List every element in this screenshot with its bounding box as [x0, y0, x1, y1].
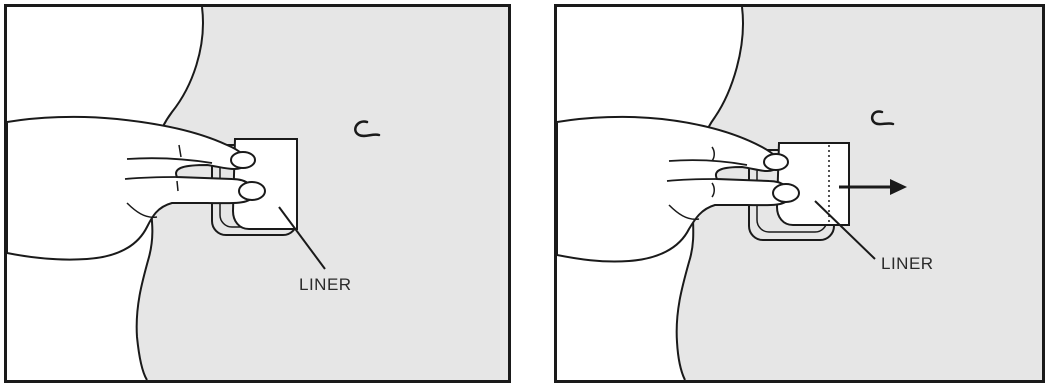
fingernail-upper [231, 152, 255, 168]
press-patch-illustration: LINER [7, 7, 508, 380]
fingernail-upper [764, 154, 788, 170]
pull-arrow-head-icon [890, 179, 907, 195]
hand [557, 117, 790, 262]
fingernail-lower [773, 184, 799, 202]
liner-callout-label: LINER [881, 254, 934, 273]
navel-icon [355, 122, 379, 136]
liner-leader-line [279, 207, 325, 269]
hand [7, 117, 254, 260]
knuckle-crease-2 [177, 181, 178, 191]
step-panel-remove-liner: LINER [554, 4, 1045, 383]
navel-icon [872, 111, 893, 124]
liner-callout-label: LINER [299, 275, 352, 294]
step-panel-press-patch: LINER [4, 4, 511, 383]
remove-liner-illustration: LINER [557, 7, 1042, 380]
fingernail-lower [239, 182, 265, 200]
